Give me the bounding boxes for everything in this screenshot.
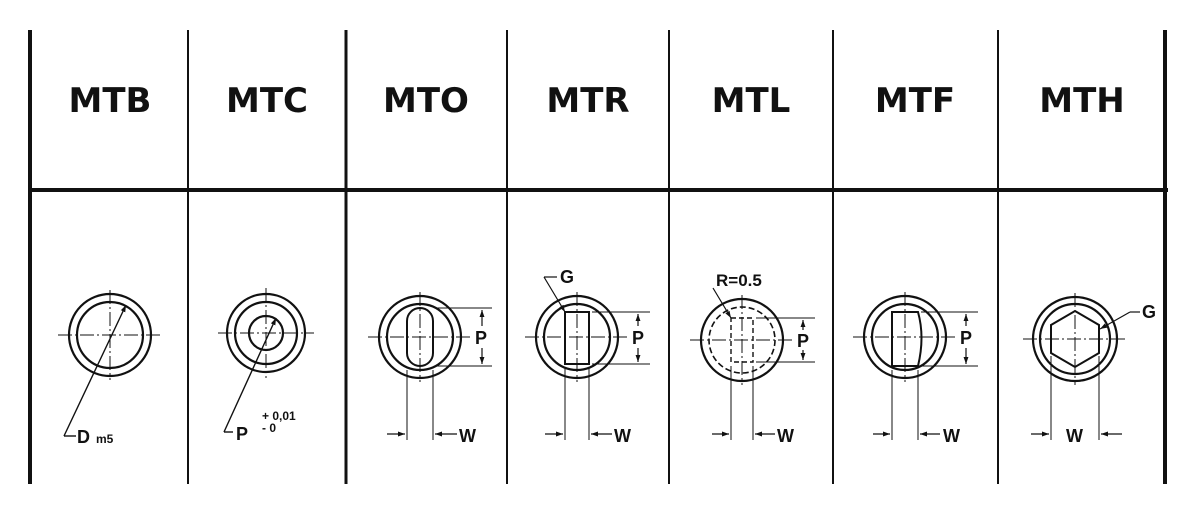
column-header-mtb: MTB bbox=[69, 81, 152, 121]
radius-label: R=0.5 bbox=[716, 271, 762, 290]
bore-leader bbox=[223, 317, 277, 433]
diameter-label: D bbox=[77, 427, 90, 447]
width-label: W bbox=[614, 426, 631, 446]
g-leader bbox=[543, 276, 566, 313]
column-header-mtf: MTF bbox=[875, 81, 955, 121]
mtb-drawing bbox=[58, 290, 162, 437]
mtf-drawing bbox=[853, 292, 978, 440]
width-label: W bbox=[1066, 426, 1083, 446]
tolerance-subscript: m5 bbox=[96, 432, 114, 446]
width-label: W bbox=[459, 426, 476, 446]
column-header-mth: MTH bbox=[1039, 81, 1124, 121]
bore-label: P bbox=[236, 424, 248, 444]
radius-leader bbox=[712, 287, 732, 319]
table-grid bbox=[28, 30, 1168, 484]
g-label: G bbox=[560, 267, 574, 287]
height-label: P bbox=[632, 328, 644, 348]
mto-drawing bbox=[368, 292, 492, 440]
column-header-mtr: MTR bbox=[546, 81, 629, 121]
column-header-mto: MTO bbox=[383, 81, 469, 121]
tolerance-minus: - 0 bbox=[262, 421, 276, 435]
height-label: P bbox=[797, 331, 809, 351]
tolerance-plus: + 0,01 bbox=[262, 409, 296, 423]
mth-drawing bbox=[1023, 293, 1140, 440]
mtl-drawing bbox=[690, 287, 815, 440]
column-header-mtc: MTC bbox=[226, 81, 308, 121]
diameter-leader bbox=[63, 304, 127, 437]
mtc-drawing bbox=[218, 288, 314, 433]
header-row: MTB MTC MTO MTR MTL MTF MTH bbox=[69, 81, 1125, 121]
column-header-mtl: MTL bbox=[712, 81, 791, 121]
g-label: G bbox=[1142, 302, 1156, 322]
width-label: W bbox=[943, 426, 960, 446]
flat-slot bbox=[891, 311, 923, 367]
g-leader bbox=[1099, 311, 1131, 330]
width-label: W bbox=[777, 426, 794, 446]
height-label: P bbox=[960, 328, 972, 348]
mtr-drawing bbox=[525, 276, 650, 440]
height-label: P bbox=[475, 328, 487, 348]
